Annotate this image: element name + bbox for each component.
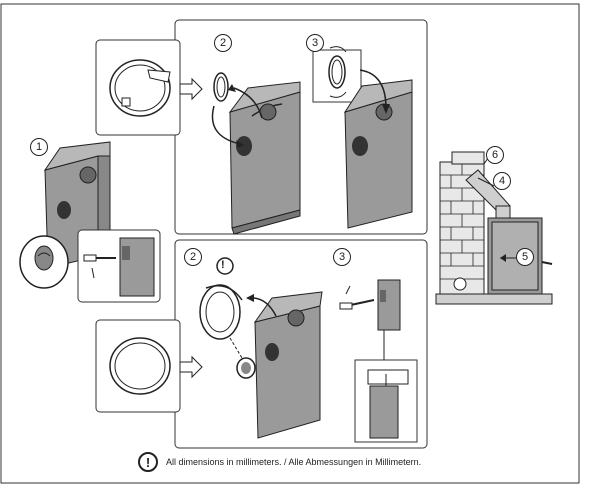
bottom-small-ring bbox=[236, 357, 256, 379]
left-detail-circle bbox=[19, 235, 69, 289]
top-step3-arrow bbox=[359, 69, 387, 109]
bottom-dash-line bbox=[229, 337, 243, 359]
callout-bottom-step2: 2 bbox=[184, 248, 202, 266]
callout-5: 5 bbox=[516, 248, 534, 266]
bottom-warning-glyph: ! bbox=[221, 259, 225, 271]
callout-6: 6 bbox=[486, 146, 504, 164]
collar-ring bbox=[109, 59, 171, 117]
outer-border bbox=[0, 3, 580, 484]
footer: ! All dimensions in millimeters. / Alle … bbox=[138, 452, 421, 472]
bottom-warning-circle bbox=[216, 257, 234, 275]
bottom-step3-detail bbox=[339, 279, 401, 331]
top-step3-ring bbox=[328, 46, 347, 98]
top-left-inset bbox=[95, 39, 181, 136]
callout-4: 4 bbox=[493, 172, 511, 190]
callout-top-step2: 2 bbox=[214, 34, 232, 52]
callout-step1: 1 bbox=[30, 138, 48, 156]
bottom-step3-inset-detail bbox=[367, 369, 409, 439]
leader-4 bbox=[477, 177, 495, 187]
top-step2-arrow-up bbox=[233, 87, 263, 119]
bottom-inset-arrow bbox=[179, 355, 203, 379]
top-ring-piece bbox=[213, 72, 229, 102]
top-inset-arrow bbox=[179, 77, 203, 101]
bottom-collar-ring bbox=[109, 337, 171, 395]
top-step2-arrow-down bbox=[211, 105, 241, 145]
flue-pipe bbox=[465, 169, 511, 219]
footer-text: All dimensions in millimeters. / Alle Ab… bbox=[166, 457, 422, 467]
top-heater-right bbox=[343, 79, 413, 229]
screwdriver-detail bbox=[83, 237, 155, 297]
bottom-left-inset bbox=[95, 319, 181, 413]
warning-icon: ! bbox=[138, 452, 158, 472]
top-heater-left bbox=[228, 81, 301, 235]
floor bbox=[435, 293, 553, 305]
callout-top-step3: 3 bbox=[306, 34, 324, 52]
bottom-heater bbox=[253, 291, 323, 439]
callout-bottom-step3: 3 bbox=[333, 248, 351, 266]
bottom-large-ring bbox=[199, 284, 243, 340]
